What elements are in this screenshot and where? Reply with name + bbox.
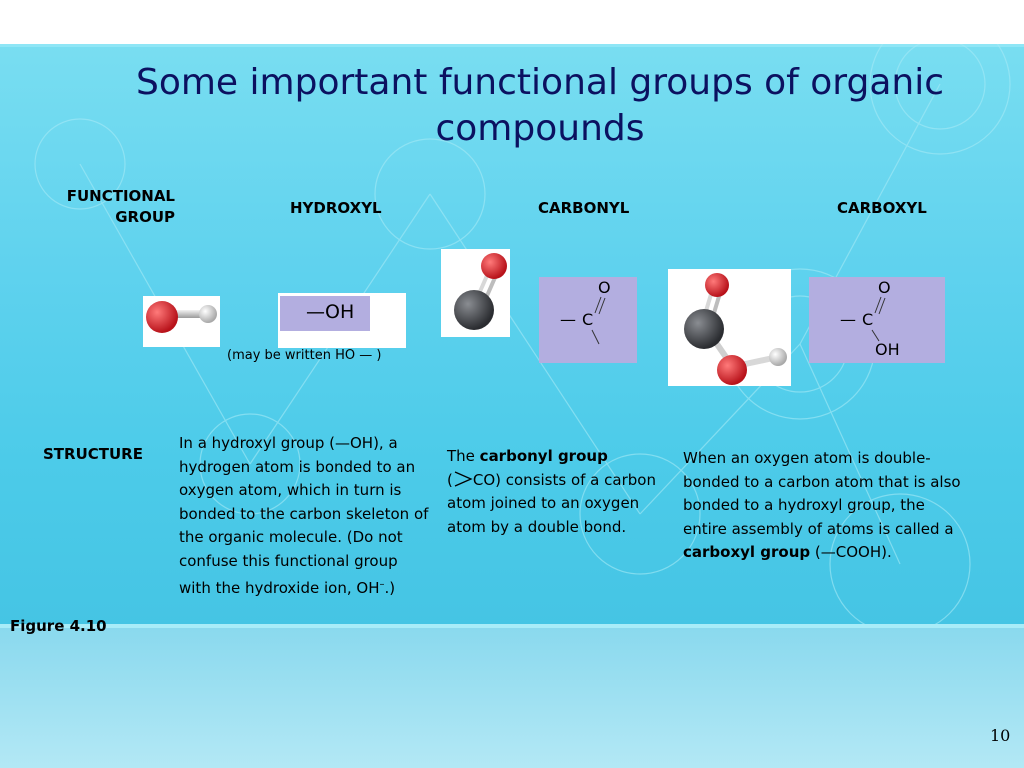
hydroxyl-header: HYDROXYL [290, 199, 382, 217]
carbonyl-oxygen: O [598, 278, 611, 297]
carbonyl-description: The carbonyl group(CO) consists of a car… [447, 447, 656, 536]
carboxyl-carbon: C [862, 310, 874, 329]
hydroxyl-formula: —OH [306, 301, 355, 323]
carbonyl-header: CARBONYL [538, 199, 630, 217]
carboxyl-formula: O — C OH [809, 277, 945, 363]
carbonyl-left-bond: — [560, 310, 576, 329]
top-bar [0, 0, 1024, 44]
carbonyl-model [441, 249, 510, 337]
bottom-band [0, 628, 1024, 768]
carbonyl-formula: O — C [539, 277, 637, 363]
carboxyl-hydroxyl: OH [875, 340, 900, 359]
hydroxyl-model [143, 296, 220, 347]
hydroxyl-note: (may be written HO — ) [227, 348, 382, 363]
carboxyl-description: When an oxygen atom is double-bonded to … [683, 449, 961, 561]
carboxyl-model [668, 269, 791, 386]
hydroxyl-formula-panel: —OH [278, 293, 406, 348]
carbonyl-branch-icon [454, 470, 473, 487]
figure-label: Figure 4.10 [10, 617, 107, 635]
top-divider [0, 44, 1024, 47]
functional-group-header: FUNCTIONAL GROUP [66, 187, 175, 226]
bottom-divider [0, 624, 1024, 628]
carboxyl-header: CARBOXYL [837, 199, 927, 217]
carbonyl-carbon: C [582, 310, 594, 329]
carboxyl-left-bond: — [840, 310, 856, 329]
structure-header: STRUCTURE [43, 445, 143, 463]
page-number: 10 [990, 726, 1011, 745]
hydroxyl-description: In a hydroxyl group (—OH), a hydrogen at… [179, 434, 429, 597]
carboxyl-oxygen: O [878, 278, 891, 297]
slide-title: Some important functional groups of orga… [135, 62, 944, 149]
